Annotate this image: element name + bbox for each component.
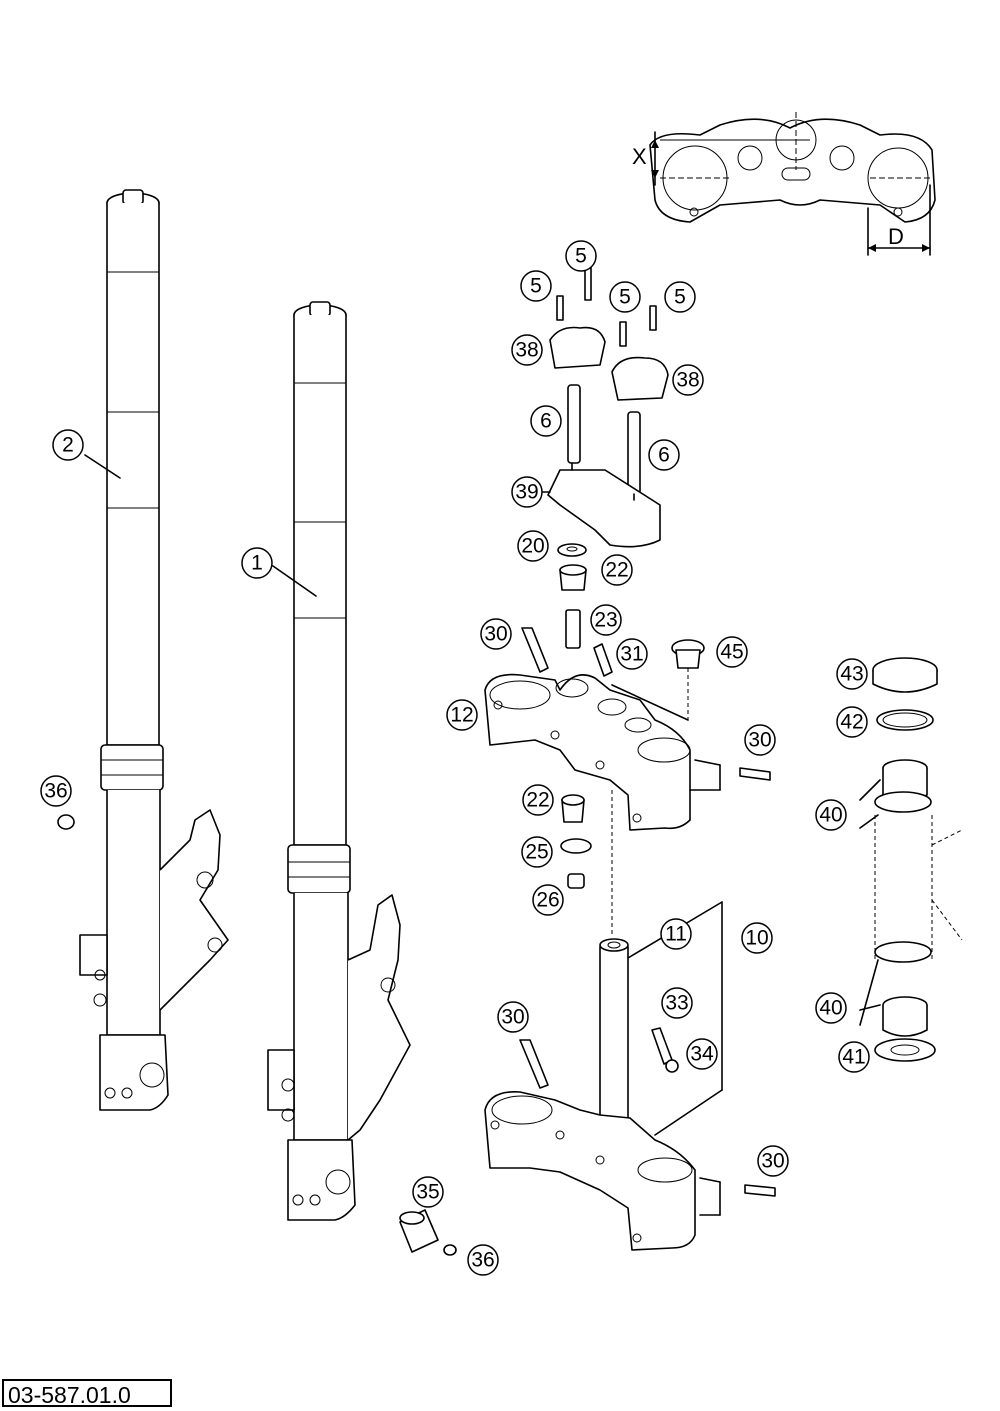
- svg-text:6: 6: [540, 410, 552, 433]
- callout-30b: 30: [744, 724, 776, 756]
- spacer-parts: [57, 814, 457, 1256]
- steering-bearings: [859, 657, 963, 1062]
- svg-text:5: 5: [530, 275, 542, 298]
- svg-text:36: 36: [44, 780, 67, 803]
- handlebar-clamp-parts: [529, 267, 669, 548]
- callout-5c: 5: [609, 281, 641, 313]
- callout-1: 1: [241, 547, 273, 579]
- svg-text:22: 22: [526, 789, 549, 812]
- callout-33: 33: [661, 987, 693, 1019]
- svg-text:5: 5: [575, 245, 587, 268]
- svg-text:26: 26: [536, 889, 559, 912]
- triple-clamp-dimension-view: X D: [632, 112, 936, 256]
- callout-30c: 30: [497, 1001, 529, 1033]
- callout-5b: 5: [520, 270, 552, 302]
- callout-11: 11: [660, 918, 692, 950]
- dimension-d-label: D: [888, 224, 904, 249]
- dimension-x-label: X: [632, 144, 647, 169]
- svg-text:33: 33: [665, 992, 688, 1015]
- fork-leg-left: [79, 189, 229, 1111]
- svg-text:34: 34: [690, 1043, 714, 1066]
- callout-23: 23: [590, 604, 622, 636]
- svg-text:20: 20: [521, 535, 544, 558]
- callout-41: 41: [838, 1041, 870, 1073]
- svg-text:39: 39: [515, 481, 538, 504]
- upper-triple-clamp: [484, 673, 771, 831]
- drawing-number: 03-587.01.0: [2, 1379, 172, 1408]
- svg-text:5: 5: [674, 286, 686, 309]
- callout-40b: 40: [815, 992, 847, 1024]
- svg-text:30: 30: [748, 729, 771, 752]
- callout-31: 31: [616, 638, 648, 670]
- svg-text:30: 30: [484, 623, 507, 646]
- callout-25: 25: [521, 836, 553, 868]
- svg-text:38: 38: [676, 369, 699, 392]
- svg-text:5: 5: [619, 286, 631, 309]
- svg-text:1: 1: [251, 552, 263, 575]
- callout-5d: 5: [664, 281, 696, 313]
- svg-text:45: 45: [720, 641, 743, 664]
- callout-2: 2: [52, 429, 84, 461]
- svg-text:12: 12: [450, 704, 473, 727]
- svg-text:43: 43: [840, 663, 863, 686]
- steering-nut-parts: [560, 790, 613, 935]
- svg-text:23: 23: [594, 609, 617, 632]
- svg-text:31: 31: [620, 643, 643, 666]
- svg-text:38: 38: [515, 339, 538, 362]
- svg-text:42: 42: [840, 711, 863, 734]
- svg-text:35: 35: [416, 1181, 439, 1204]
- callout-22b: 22: [522, 784, 554, 816]
- callout-6a: 6: [530, 405, 562, 437]
- svg-text:30: 30: [761, 1150, 784, 1173]
- callout-36a: 36: [40, 775, 72, 807]
- svg-text:25: 25: [525, 841, 548, 864]
- callout-36b: 36: [467, 1244, 499, 1276]
- callout-39: 39: [511, 476, 543, 508]
- callout-20: 20: [517, 530, 549, 562]
- callout-45: 45: [716, 636, 748, 668]
- svg-text:6: 6: [658, 444, 670, 467]
- callout-22a: 22: [601, 554, 633, 586]
- lower-triple-clamp: [484, 901, 776, 1251]
- callout-38b: 38: [672, 364, 704, 396]
- svg-text:22: 22: [605, 559, 628, 582]
- callout-38a: 38: [511, 334, 543, 366]
- callout-12: 12: [446, 699, 478, 731]
- svg-text:40: 40: [819, 804, 842, 827]
- callout-26: 26: [532, 884, 564, 916]
- callout-42: 42: [836, 706, 868, 738]
- svg-text:11: 11: [665, 923, 687, 946]
- svg-text:2: 2: [62, 434, 74, 457]
- callout-30a: 30: [480, 618, 512, 650]
- callout-5a: 5: [565, 240, 597, 272]
- steering-small-parts: [521, 543, 705, 720]
- callout-43: 43: [836, 658, 868, 690]
- callout-35: 35: [412, 1176, 444, 1208]
- callout-6b: 6: [648, 439, 680, 471]
- svg-text:36: 36: [471, 1249, 494, 1272]
- svg-text:41: 41: [842, 1046, 865, 1069]
- callout-30d: 30: [757, 1145, 789, 1177]
- callout-40a: 40: [815, 799, 847, 831]
- svg-text:40: 40: [819, 997, 842, 1020]
- svg-text:10: 10: [745, 927, 768, 950]
- callout-34: 34: [686, 1038, 718, 1070]
- svg-text:30: 30: [501, 1006, 524, 1029]
- fork-leg-right: [267, 301, 411, 1221]
- callout-10: 10: [741, 922, 773, 954]
